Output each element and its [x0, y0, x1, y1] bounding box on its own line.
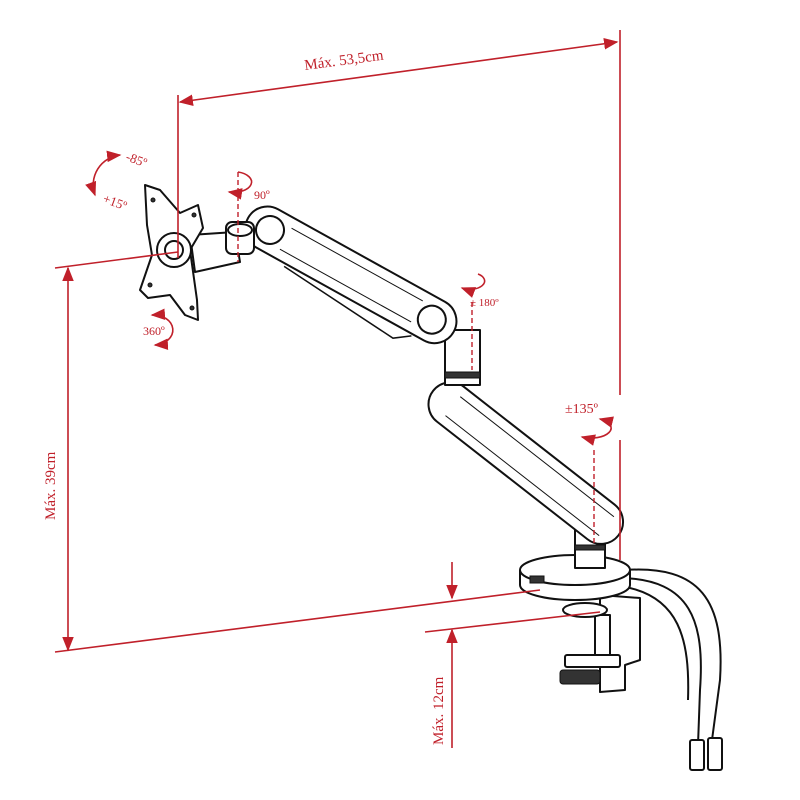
elbow-swivel-indicator: ± 180º [460, 273, 499, 370]
base-swivel-indicator: ±135º [565, 402, 614, 545]
max-clamp-label: Máx. 12cm [431, 676, 447, 745]
svg-text:90º: 90º [254, 188, 270, 202]
svg-text:± 180º: ± 180º [470, 297, 499, 309]
usb-plug [689, 739, 705, 771]
cables [619, 568, 723, 771]
svg-text:-85º: -85º [124, 149, 149, 170]
svg-text:360º: 360º [143, 324, 165, 338]
head-swivel-indicator: 90º [227, 171, 270, 262]
clamp-dimension: Máx. 12cm [424, 562, 601, 748]
height-dimension: Máx. 39cm [43, 251, 541, 653]
svg-text:+15º: +15º [101, 191, 129, 213]
tilt-indicator: -85º +15º [85, 149, 149, 213]
arm-base [519, 529, 631, 601]
plate-rotation-indicator: 360º [143, 308, 174, 350]
max-height-label: Máx. 39cm [43, 451, 59, 520]
elbow-joint [444, 329, 481, 386]
usb-plug [707, 737, 723, 771]
desk-clamp [559, 594, 641, 693]
tilt-joint [189, 221, 255, 273]
upper-arm [244, 205, 458, 345]
lower-arm [427, 381, 625, 545]
max-width-label: Máx. 53,5cm [303, 48, 384, 74]
svg-text:±135º: ±135º [565, 402, 599, 417]
